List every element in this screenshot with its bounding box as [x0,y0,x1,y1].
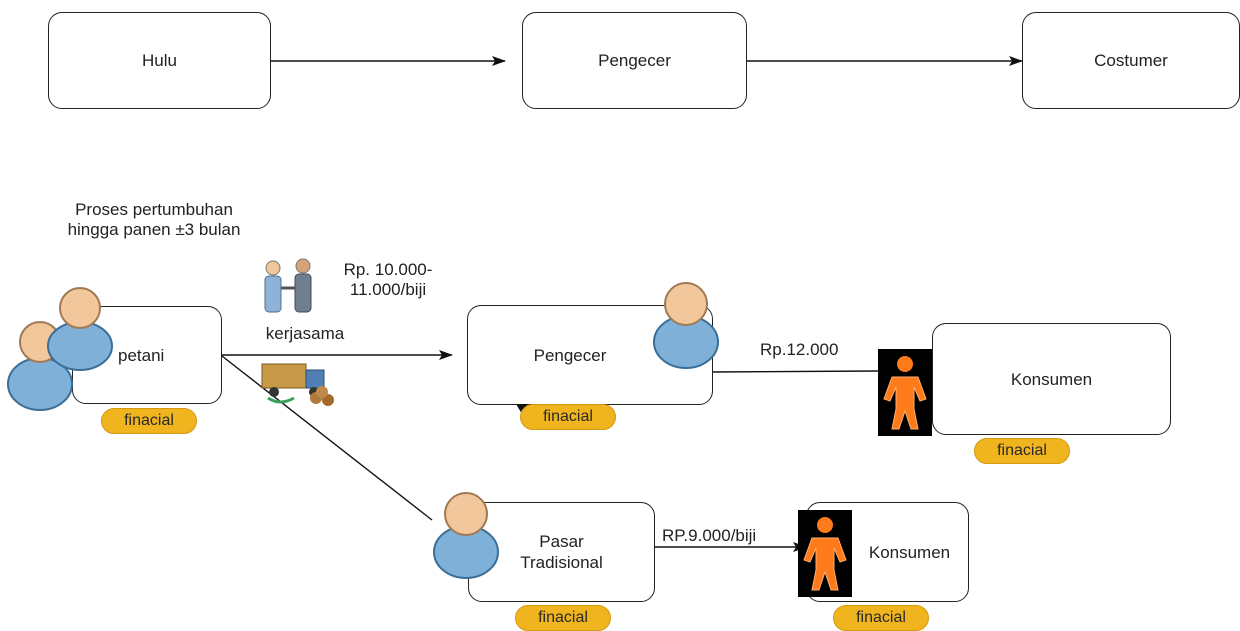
node-hulu-label: Hulu [142,51,177,70]
person-icon [653,282,719,369]
badge-konsumen-1: finacial [974,438,1070,464]
handshake-icon [264,258,312,313]
line-petani-pasar [221,355,433,521]
petani-note: Proses pertumbuhan hingga panen ±3 bulan [67,200,241,239]
node-costumer-label: Costumer [1094,51,1168,70]
node-konsumen-1: Konsumen [932,323,1171,435]
delivery-truck-icon [261,363,334,406]
node-pengecer-top-label: Pengecer [598,51,671,70]
node-konsumen-2-label: Konsumen [868,542,951,562]
badge-petani: finacial [101,408,197,434]
orange-figure-icon [878,349,932,436]
node-pengecer-top: Pengecer [522,12,747,109]
price-pasar-konsumen: RP.9.000/biji [662,526,757,545]
cooperation-label: kerjasama [265,324,345,343]
node-pasar-tradisional: Pasar Tradisional [468,502,655,602]
badge-pasar: finacial [515,605,611,631]
node-pengecer-label: Pengecer [533,345,607,365]
price-pengecer-konsumen: Rp.12.000 [760,340,839,359]
badge-konsumen-2: finacial [833,605,929,631]
node-pasar-label: Pasar Tradisional [520,532,603,572]
node-costumer: Costumer [1022,12,1240,109]
line-pengecer-konsumen [711,370,879,373]
price-petani-pengecer: Rp. 10.000- 11.000/biji [343,260,433,299]
node-konsumen-1-label: Konsumen [1010,369,1093,389]
orange-figure-icon [798,510,852,597]
node-hulu: Hulu [48,12,271,109]
person-icon [47,287,113,371]
node-petani-label: petani [118,345,165,365]
badge-pengecer: finacial [520,404,616,430]
person-icon [433,492,499,579]
